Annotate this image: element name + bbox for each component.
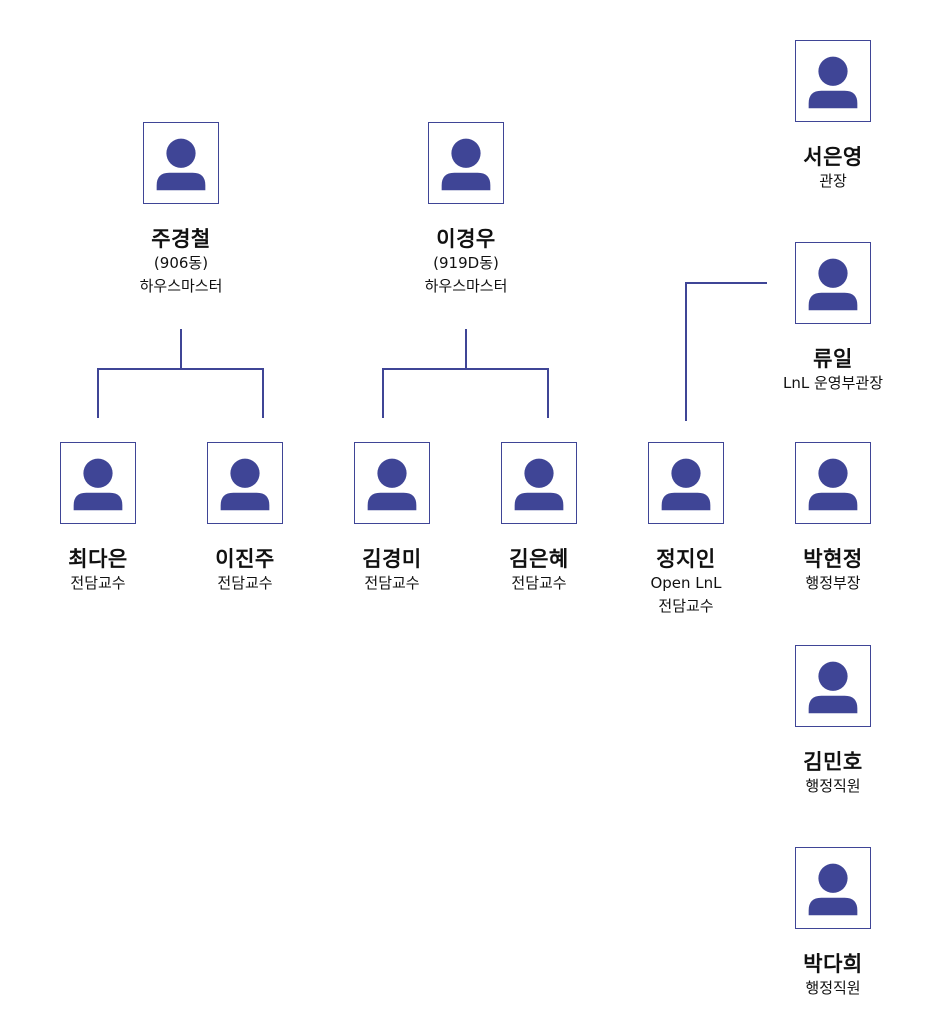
profile-photo bbox=[795, 442, 871, 524]
person-title: 전담교수 bbox=[70, 574, 126, 592]
person-name: 최다은 bbox=[68, 547, 128, 571]
avatar-body bbox=[661, 492, 711, 511]
connector-lee-stem bbox=[465, 329, 467, 369]
person-avatar-icon bbox=[73, 458, 123, 511]
person-name: 김은혜 bbox=[509, 547, 569, 571]
avatar-body bbox=[808, 897, 858, 916]
avatar-head bbox=[671, 458, 701, 488]
person-title: 행정직원 bbox=[805, 979, 861, 997]
profile-photo bbox=[795, 40, 871, 122]
connector-lee-right bbox=[547, 368, 549, 418]
avatar-head bbox=[818, 863, 848, 893]
profile-photo bbox=[795, 242, 871, 324]
person-node-seo: 서은영 관장 bbox=[763, 40, 903, 193]
person-avatar-icon bbox=[514, 458, 564, 511]
person-node-parkdh: 박다희 행정직원 bbox=[763, 847, 903, 1000]
profile-photo bbox=[648, 442, 724, 524]
person-title: 전담교수 bbox=[217, 574, 273, 592]
avatar-body bbox=[808, 90, 858, 109]
person-building: (919D동) bbox=[433, 254, 499, 272]
person-node-ryu: 류일 LnL 운영부관장 bbox=[763, 242, 903, 395]
person-node-kimgm: 김경미 전담교수 bbox=[322, 442, 462, 595]
person-title: 하우스마스터 bbox=[424, 277, 508, 295]
connector-ryu-vertical bbox=[685, 282, 687, 421]
avatar-body bbox=[808, 695, 858, 714]
person-title: 전담교수 bbox=[658, 597, 714, 615]
avatar-body bbox=[156, 172, 206, 191]
person-avatar-icon bbox=[808, 863, 858, 916]
person-program: Open LnL bbox=[650, 574, 722, 592]
person-title: 전담교수 bbox=[511, 574, 567, 592]
person-avatar-icon bbox=[441, 138, 491, 191]
person-name: 류일 bbox=[813, 347, 853, 371]
connector-ju-bar bbox=[97, 368, 264, 370]
person-avatar-icon bbox=[808, 56, 858, 109]
connector-ju-right bbox=[262, 368, 264, 418]
avatar-head bbox=[818, 661, 848, 691]
person-name: 김민호 bbox=[803, 750, 863, 774]
avatar-head bbox=[818, 458, 848, 488]
profile-photo bbox=[428, 122, 504, 204]
avatar-head bbox=[818, 56, 848, 86]
avatar-head bbox=[83, 458, 113, 488]
person-avatar-icon bbox=[808, 661, 858, 714]
person-name: 김경미 bbox=[362, 547, 422, 571]
person-avatar-icon bbox=[220, 458, 270, 511]
avatar-body bbox=[808, 292, 858, 311]
person-name: 박다희 bbox=[803, 952, 863, 976]
person-building: (906동) bbox=[153, 254, 209, 272]
person-name: 주경철 bbox=[151, 227, 211, 251]
person-node-kimeh: 김은혜 전담교수 bbox=[469, 442, 609, 595]
person-node-lee: 이경우 (919D동) 하우스마스터 bbox=[396, 122, 536, 298]
profile-photo bbox=[795, 847, 871, 929]
profile-photo bbox=[143, 122, 219, 204]
avatar-head bbox=[166, 138, 196, 168]
person-avatar-icon bbox=[367, 458, 417, 511]
avatar-body bbox=[441, 172, 491, 191]
avatar-head bbox=[451, 138, 481, 168]
person-node-jung: 정지인 Open LnL 전담교수 bbox=[616, 442, 756, 618]
avatar-head bbox=[524, 458, 554, 488]
avatar-body bbox=[367, 492, 417, 511]
avatar-body bbox=[808, 492, 858, 511]
person-avatar-icon bbox=[808, 458, 858, 511]
person-node-leejin: 이진주 전담교수 bbox=[175, 442, 315, 595]
person-node-park: 박현정 행정부장 bbox=[763, 442, 903, 595]
person-title: LnL 운영부관장 bbox=[783, 374, 883, 392]
avatar-head bbox=[230, 458, 260, 488]
avatar-body bbox=[514, 492, 564, 511]
connector-ju-stem bbox=[180, 329, 182, 369]
person-name: 이경우 bbox=[436, 227, 496, 251]
avatar-body bbox=[220, 492, 270, 511]
person-title: 하우스마스터 bbox=[139, 277, 223, 295]
person-node-kimmh: 김민호 행정직원 bbox=[763, 645, 903, 798]
profile-photo bbox=[501, 442, 577, 524]
person-avatar-icon bbox=[661, 458, 711, 511]
person-title: 전담교수 bbox=[364, 574, 420, 592]
person-name: 박현정 bbox=[803, 547, 863, 571]
profile-photo bbox=[354, 442, 430, 524]
profile-photo bbox=[207, 442, 283, 524]
connector-ryu-horizontal bbox=[685, 282, 767, 284]
person-avatar-icon bbox=[808, 258, 858, 311]
person-avatar-icon bbox=[156, 138, 206, 191]
connector-lee-bar bbox=[382, 368, 549, 370]
person-name: 정지인 bbox=[656, 547, 716, 571]
person-name: 서은영 bbox=[803, 145, 863, 169]
avatar-head bbox=[377, 458, 407, 488]
person-name: 이진주 bbox=[215, 547, 275, 571]
profile-photo bbox=[795, 645, 871, 727]
avatar-body bbox=[73, 492, 123, 511]
person-node-ju: 주경철 (906동) 하우스마스터 bbox=[111, 122, 251, 298]
person-title: 행정부장 bbox=[805, 574, 861, 592]
person-node-choi: 최다은 전담교수 bbox=[28, 442, 168, 595]
connector-ju-left bbox=[97, 368, 99, 418]
profile-photo bbox=[60, 442, 136, 524]
avatar-head bbox=[818, 258, 848, 288]
person-title: 관장 bbox=[819, 172, 847, 190]
connector-lee-left bbox=[382, 368, 384, 418]
person-title: 행정직원 bbox=[805, 777, 861, 795]
